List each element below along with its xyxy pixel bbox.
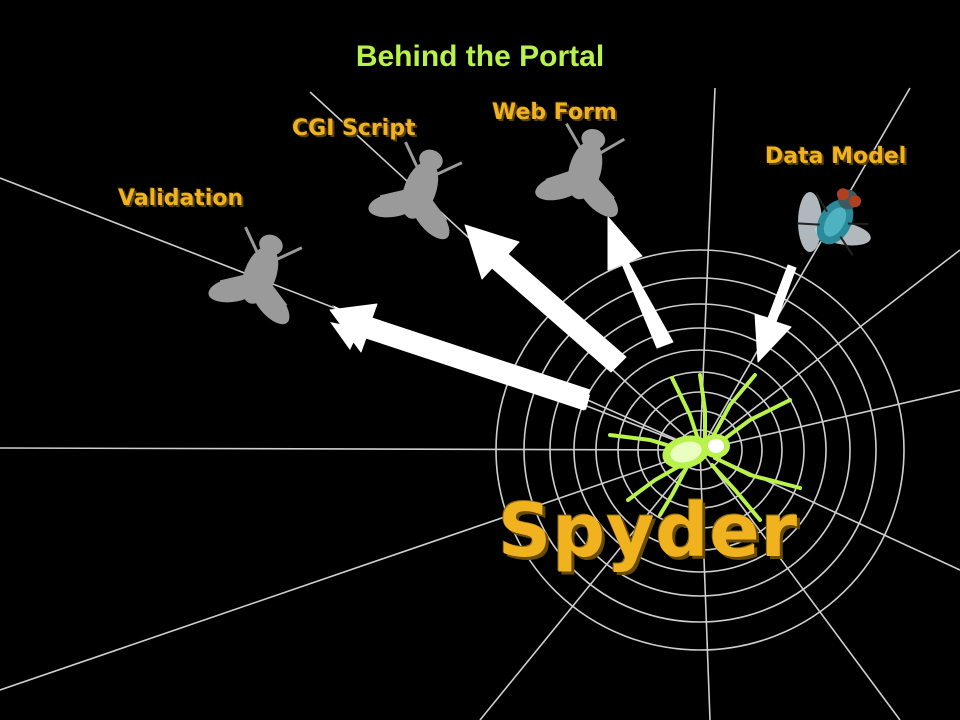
data-model-label: Data Model <box>765 144 907 169</box>
cgi-script-label: CGI Script <box>292 116 416 141</box>
spider-icon <box>608 373 802 522</box>
arrow-icon <box>329 303 591 411</box>
arrow-icon <box>464 224 627 373</box>
fly-icon <box>535 122 626 218</box>
slide-title: Behind the Portal <box>355 40 605 73</box>
fly-icon <box>797 188 871 256</box>
web-form-label: Web Form <box>492 100 617 125</box>
fly-icon <box>368 141 463 240</box>
arrow-icon <box>607 216 674 349</box>
spider-icon <box>662 434 730 469</box>
validation-label: Validation <box>118 186 244 211</box>
arrow-icon <box>754 264 797 363</box>
web-graphic <box>0 87 960 720</box>
product-logo-text: Spyder <box>498 488 799 574</box>
fly-icon <box>208 226 303 325</box>
